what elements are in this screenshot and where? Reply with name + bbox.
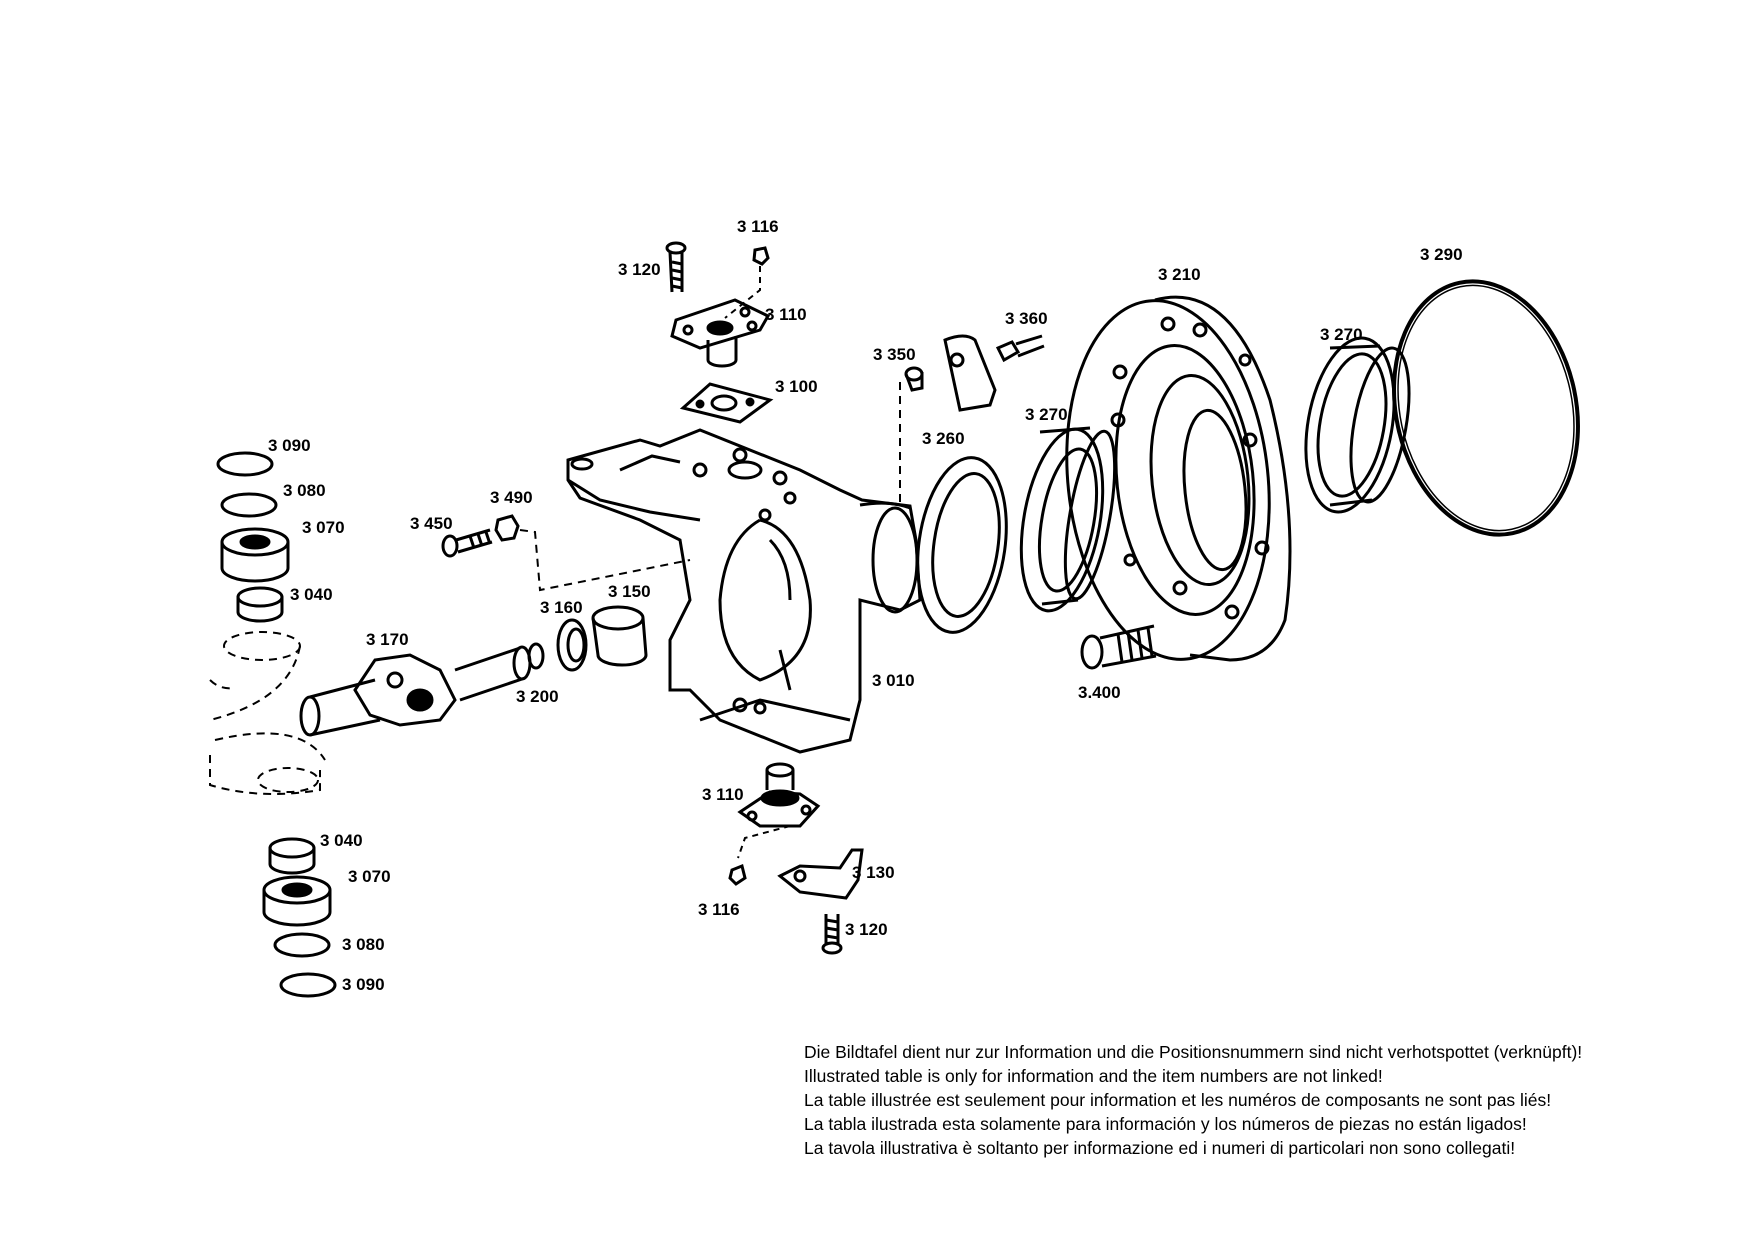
disclaimer-line-en: Illustrated table is only for informatio… xyxy=(804,1066,1383,1086)
cardan-shaft-3170 xyxy=(299,645,532,737)
bolt-3120-top xyxy=(665,241,687,293)
part-number-label: 3 100 xyxy=(775,377,818,396)
seal-3260 xyxy=(916,456,1008,634)
gasket-3100 xyxy=(679,382,774,424)
part-number-label: 3 070 xyxy=(302,518,345,537)
part-number-label: 3 080 xyxy=(342,935,385,954)
disclaimer-line-it: La tavola illustrativa è soltanto per in… xyxy=(804,1138,1516,1158)
part-number-label: 3 290 xyxy=(1420,245,1463,264)
part-number-label: 3 130 xyxy=(852,863,895,882)
part-number-label: 3 040 xyxy=(290,585,333,604)
ring-3090-bottom xyxy=(279,972,337,998)
part-number-label: 3 450 xyxy=(410,514,453,533)
lock-plate-3360 xyxy=(943,334,997,412)
bearing-3070-top xyxy=(220,527,290,583)
dashed-leader-3116-top xyxy=(724,266,761,319)
part-number-label: 3 490 xyxy=(490,488,533,507)
ring-3080-bottom xyxy=(273,932,331,958)
part-number-label: 3.400 xyxy=(1078,683,1121,702)
part-number-label: 3 200 xyxy=(516,687,559,706)
part-number-label: 3 010 xyxy=(872,671,915,690)
nipple-3116-top xyxy=(752,246,770,266)
disclaimer-line-es: La tabla ilustrada esta solamente para i… xyxy=(804,1114,1527,1134)
disclaimer-line-fr: La table illustrée est seulement pour in… xyxy=(804,1090,1552,1110)
part-number-label: 3 150 xyxy=(608,582,651,601)
kingpin-cap-3110-top xyxy=(670,298,771,368)
steering-knuckle-3010 xyxy=(566,428,922,754)
dashed-leader-3490 xyxy=(519,529,691,592)
part-number-label: 3 116 xyxy=(698,900,740,919)
bearing-3070-bottom xyxy=(262,875,332,927)
part-number-label: 3 120 xyxy=(618,260,661,279)
part-number-label: 3 070 xyxy=(348,867,391,886)
part-number-label: 3 110 xyxy=(702,785,744,804)
phantom-housing-lower xyxy=(209,732,326,795)
phantom-housing-upper xyxy=(209,631,301,721)
sleeve-3040-top xyxy=(236,586,284,623)
part-number-label: 3 160 xyxy=(540,598,583,617)
disclaimer-note: Die Bildtafel dient nur zur Information … xyxy=(804,1040,1744,1160)
part-number-label: 3 090 xyxy=(342,975,385,994)
seal-3160 xyxy=(556,618,588,672)
disclaimer-line-de: Die Bildtafel dient nur zur Information … xyxy=(804,1042,1583,1062)
part-number-label: 3 080 xyxy=(283,481,326,500)
part-number-label: 3 090 xyxy=(268,436,311,455)
part-number-label: 3 110 xyxy=(765,305,807,324)
bearing-3270-right xyxy=(1304,336,1411,514)
part-number-label: 3 116 xyxy=(737,217,779,236)
dowel-3350 xyxy=(904,366,924,392)
o-ring-3290 xyxy=(1392,279,1580,537)
sleeve-3040-bottom xyxy=(268,837,316,875)
part-number-label: 3 360 xyxy=(1005,309,1048,328)
nipple-3116-bottom xyxy=(728,863,747,886)
bearing-3270-left xyxy=(1019,426,1117,613)
part-number-label: 3 350 xyxy=(873,345,916,364)
plate-3130 xyxy=(777,848,864,900)
ring-3090-top xyxy=(216,451,274,477)
part-number-label: 3 210 xyxy=(1158,265,1201,284)
bolt-3120-bottom xyxy=(821,914,843,955)
snap-ring-3200 xyxy=(527,642,545,670)
kingpin-cap-3110-bottom xyxy=(737,762,821,828)
part-number-label: 3 270 xyxy=(1025,405,1068,424)
part-number-label: 3 170 xyxy=(366,630,409,649)
bolt-3360 xyxy=(995,334,1045,363)
bolt-3450 xyxy=(441,528,493,558)
bushing-3150 xyxy=(591,605,648,667)
nut-3490 xyxy=(494,514,520,542)
ring-3080-top xyxy=(220,492,278,518)
part-number-label: 3 040 xyxy=(320,831,363,850)
part-number-label: 3 270 xyxy=(1320,325,1363,344)
dashed-leader-3116-bottom xyxy=(737,825,791,859)
wheel-hub-3210 xyxy=(1065,295,1292,662)
part-number-label: 3 120 xyxy=(845,920,888,939)
part-number-label: 3 260 xyxy=(922,429,965,448)
wheel-stud-3400 xyxy=(1080,624,1157,670)
